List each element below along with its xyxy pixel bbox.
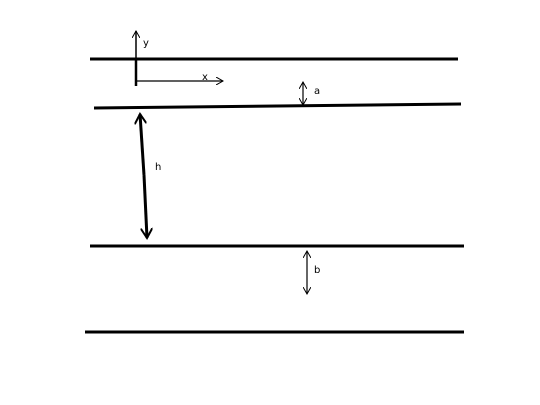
upper-interface-line — [93, 102, 462, 110]
x-axis-label: x — [202, 72, 208, 83]
gap-h-dimension-arrow — [140, 114, 147, 238]
gap-a-label: a — [314, 86, 320, 97]
gap-h-label: h — [155, 162, 161, 173]
gap-b-label: b — [314, 265, 320, 276]
y-axis-label: y — [143, 38, 149, 49]
